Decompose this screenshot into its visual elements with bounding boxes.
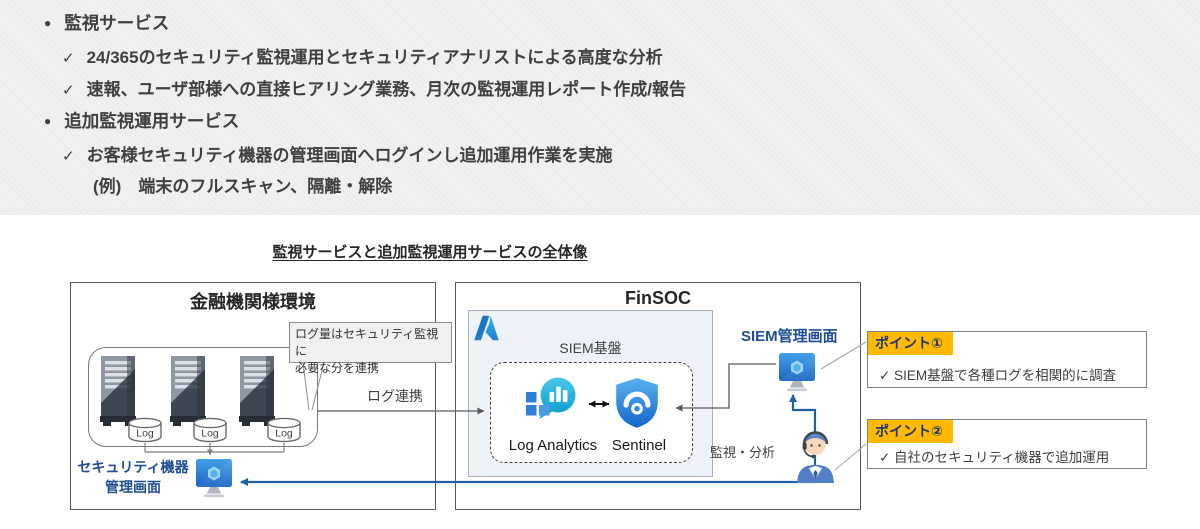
list-item-text: 速報、ユーザ部様への直接ヒアリング業務、月次の監視運用レポート作成/報告 (86, 80, 686, 99)
log-db-label: Log (275, 428, 293, 440)
monitor-analysis-label: 監視・分析 (710, 445, 776, 460)
list-item-text: (例) 端末のフルスキャン、隔離・解除 (93, 177, 393, 196)
log-link-label: ログ連携 (367, 388, 423, 404)
log-db-icon: Log (126, 417, 164, 443)
sentinel-label: Sentinel (611, 437, 667, 454)
check-icon: ✓ (62, 50, 75, 67)
siem-admin-screen-label: SIEM管理画面 (741, 328, 838, 345)
service-summary-panel: ● 監視サービス ✓ 24/365のセキュリティ監視運用とセキュリティアナリストによ… (0, 0, 1200, 215)
list-item-report-detail: ✓ 速報、ユーザ部様への直接ヒアリング業務、月次の監視運用レポート作成/報告 (62, 75, 686, 100)
log-volume-callout: ログ量はセキュリティ監視に 必要な分を連携 (289, 322, 452, 375)
list-item-service: ● 監視サービス (44, 10, 169, 35)
label-line: 管理画面 (105, 479, 161, 495)
list-item-text: 監視サービス (64, 13, 170, 33)
log-db-icon: Log (265, 417, 303, 443)
azure-logo-icon (471, 314, 502, 342)
callout-line: 必要な分を連携 (295, 361, 380, 375)
list-item-text: 24/365のセキュリティ監視運用とセキュリティアナリストによる高度な分析 (86, 48, 663, 67)
finsoc-box-title: FinSOC (625, 288, 691, 308)
list-item-additional-service: ● 追加監視運用サービス (44, 108, 239, 133)
server-icon (170, 355, 206, 427)
point1-header: ポイント① (868, 332, 953, 355)
log-db-label: Log (136, 428, 154, 440)
server-icon (239, 355, 275, 427)
list-item-monitoring-detail: ✓ 24/365のセキュリティ監視運用とセキュリティアナリストによる高度な分析 (62, 43, 663, 68)
list-item-example: (例) 端末のフルスキャン、隔離・解除 (93, 172, 392, 197)
list-item-additional-detail: ✓ お客様セキュリティ機器の管理画面へログインし追加運用作業を実施 (62, 141, 613, 166)
point1-text: ✓ SIEM基盤で各種ログを相関的に調査 (879, 368, 1117, 383)
check-icon: ✓ (62, 148, 75, 165)
siem-platform-title: SIEM基盤 (559, 340, 622, 356)
label-line: セキュリティ機器 (77, 459, 189, 475)
point1-box: ポイント① ✓ SIEM基盤で各種ログを相関的に調査 (867, 331, 1147, 388)
list-item-text: お客様セキュリティ機器の管理画面へログインし追加運用作業を実施 (86, 146, 613, 165)
siem-tools-frame (490, 362, 693, 463)
siem-admin-monitor-icon (776, 351, 818, 395)
callout-line: ログ量はセキュリティ監視に (295, 327, 439, 358)
security-device-monitor-icon (193, 457, 235, 501)
point2-text: ✓ 自社のセキュリティ機器で追加運用 (879, 450, 1110, 465)
check-icon: ✓ (62, 82, 75, 99)
analyst-icon (794, 427, 837, 483)
security-device-screen-label: セキュリティ機器 管理画面 (70, 457, 196, 497)
log-db-label: Log (201, 428, 219, 440)
log-analytics-label: Log Analytics (508, 437, 598, 454)
bullet-icon: ● (44, 16, 52, 30)
bullet-icon: ● (44, 114, 52, 128)
sentinel-icon (613, 377, 661, 429)
point2-header: ポイント② (868, 420, 953, 443)
list-item-text: 追加監視運用サービス (64, 111, 240, 131)
point2-box: ポイント② ✓ 自社のセキュリティ機器で追加運用 (867, 419, 1147, 469)
customer-box-title: 金融機関様環境 (190, 292, 316, 312)
log-db-icon: Log (191, 417, 229, 443)
log-analytics-icon (522, 375, 580, 427)
diagram-title: 監視サービスと追加監視運用サービスの全体像 (272, 244, 588, 261)
